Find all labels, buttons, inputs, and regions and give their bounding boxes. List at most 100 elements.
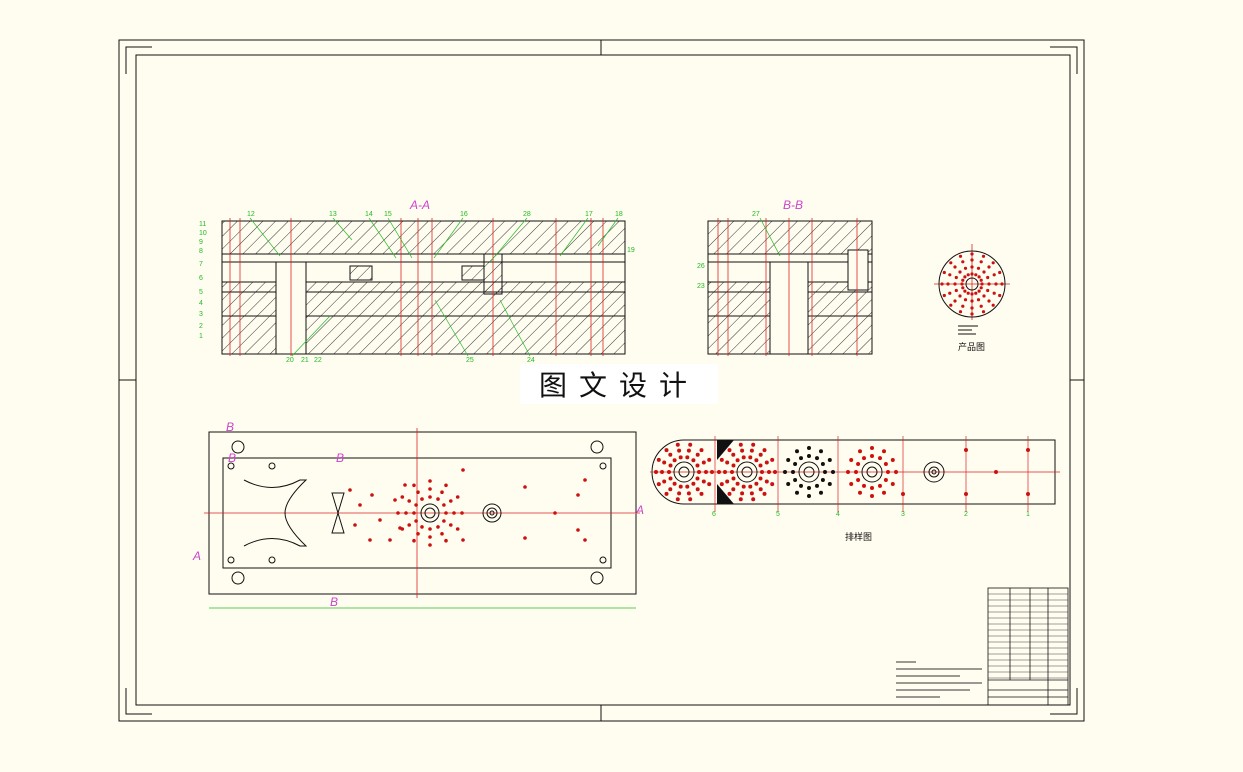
strip-hole: [717, 470, 721, 474]
pierce-hole: [407, 499, 412, 503]
strip-hole: [786, 458, 791, 462]
die-plan-view: B B B B A A: [192, 420, 644, 609]
part-label: 17: [585, 211, 593, 218]
pierce-hole: [576, 493, 580, 497]
product-hole: [949, 261, 953, 265]
strip-hole: [854, 470, 858, 474]
product-hole: [966, 273, 970, 277]
product-hole: [948, 291, 952, 295]
strip-hole: [890, 482, 895, 486]
pierce-hole: [370, 493, 374, 497]
pierce-hole: [428, 487, 432, 491]
pierce-hole: [444, 538, 448, 543]
product-hole: [961, 304, 965, 308]
pierce-hole: [444, 511, 448, 515]
strip-hole: [719, 482, 724, 487]
strip-hole: [890, 458, 895, 462]
pierce-hole: [388, 538, 392, 542]
product-hole: [992, 273, 996, 277]
strip-hole: [660, 470, 664, 474]
part-label: 22: [314, 357, 322, 364]
part-label: 11: [199, 221, 206, 228]
station-label: 6: [712, 511, 716, 518]
pierce-hole: [440, 490, 444, 495]
pierce-hole: [452, 511, 456, 515]
product-hole: [953, 299, 957, 303]
strip-hole: [656, 482, 661, 487]
section-bb-view: B-B 27 26 23: [697, 198, 873, 356]
part-label: 13: [329, 211, 337, 218]
strip-hole: [667, 470, 671, 474]
title-block: [987, 587, 1069, 706]
strip-hole: [678, 455, 683, 460]
product-hole: [948, 273, 952, 277]
strip-hole: [827, 482, 832, 486]
strip-hole: [807, 494, 811, 498]
strip-hole: [735, 458, 740, 463]
product-hole: [982, 294, 986, 298]
product-hole: [942, 293, 946, 298]
strip-hole: [849, 482, 854, 486]
strip-hole: [719, 457, 724, 462]
product-hole: [981, 310, 986, 314]
strip-hole: [870, 494, 874, 498]
pierce-hole: [449, 523, 453, 527]
strip-hole: [749, 448, 754, 453]
strip-hole: [758, 463, 763, 468]
product-hole: [963, 289, 967, 293]
product-hole: [960, 282, 964, 286]
product-hole: [980, 282, 984, 286]
strip-hole: [831, 470, 835, 474]
strip-hole: [727, 448, 732, 453]
strip-hole: [758, 476, 763, 481]
strip-hole: [770, 457, 775, 462]
part-label: 24: [527, 357, 535, 364]
strip-hole: [770, 482, 775, 487]
station-label: 2: [964, 511, 968, 518]
strip-hole: [827, 458, 832, 462]
product-hole: [954, 275, 958, 280]
product-hole: [987, 265, 991, 269]
strip-hole: [672, 481, 677, 486]
part-label: 12: [247, 211, 255, 218]
pierce-hole: [455, 495, 460, 499]
pierce-hole: [412, 511, 416, 515]
strip-hole: [686, 491, 691, 496]
product-drawing: 产品图: [934, 244, 1010, 352]
strip-hole: [741, 455, 746, 460]
strip-hole: [856, 462, 861, 466]
strip-hole: [731, 487, 736, 492]
product-hole: [991, 261, 995, 265]
pilot-hole: [1026, 492, 1030, 496]
section-b-bottom: B: [330, 595, 338, 609]
product-hole: [942, 270, 946, 275]
strip-hole: [695, 463, 700, 468]
station-label: 4: [836, 511, 840, 518]
part-label: 16: [460, 211, 468, 218]
pierce-hole: [436, 497, 440, 501]
strip-hole: [751, 442, 756, 447]
strip-hole: [668, 452, 673, 457]
strip-hole: [856, 478, 861, 482]
product-hole: [970, 252, 974, 256]
part-number-labels-aa: 11 10 9 8 7 6 5 4 3 2 1 12 13 14 15 16 2…: [199, 211, 635, 364]
pierce-hole: [378, 518, 382, 522]
part-label: 27: [752, 211, 760, 218]
product-hole: [992, 291, 996, 295]
strip-hole: [727, 491, 732, 496]
strip-hole: [699, 448, 704, 453]
product-hole: [963, 298, 968, 302]
part-label: 10: [199, 230, 207, 237]
section-a-right: A: [635, 503, 644, 517]
strip-hole: [878, 483, 882, 488]
product-hole: [961, 260, 965, 264]
strip-hole: [748, 484, 753, 489]
strip-caption: 排样图: [845, 531, 872, 542]
strip-hole: [807, 446, 811, 450]
pierce-hole: [404, 511, 408, 515]
pierce-hole: [428, 495, 432, 499]
strip-hole: [883, 478, 888, 482]
strip-hole: [819, 449, 823, 454]
strip-hole: [894, 470, 898, 474]
